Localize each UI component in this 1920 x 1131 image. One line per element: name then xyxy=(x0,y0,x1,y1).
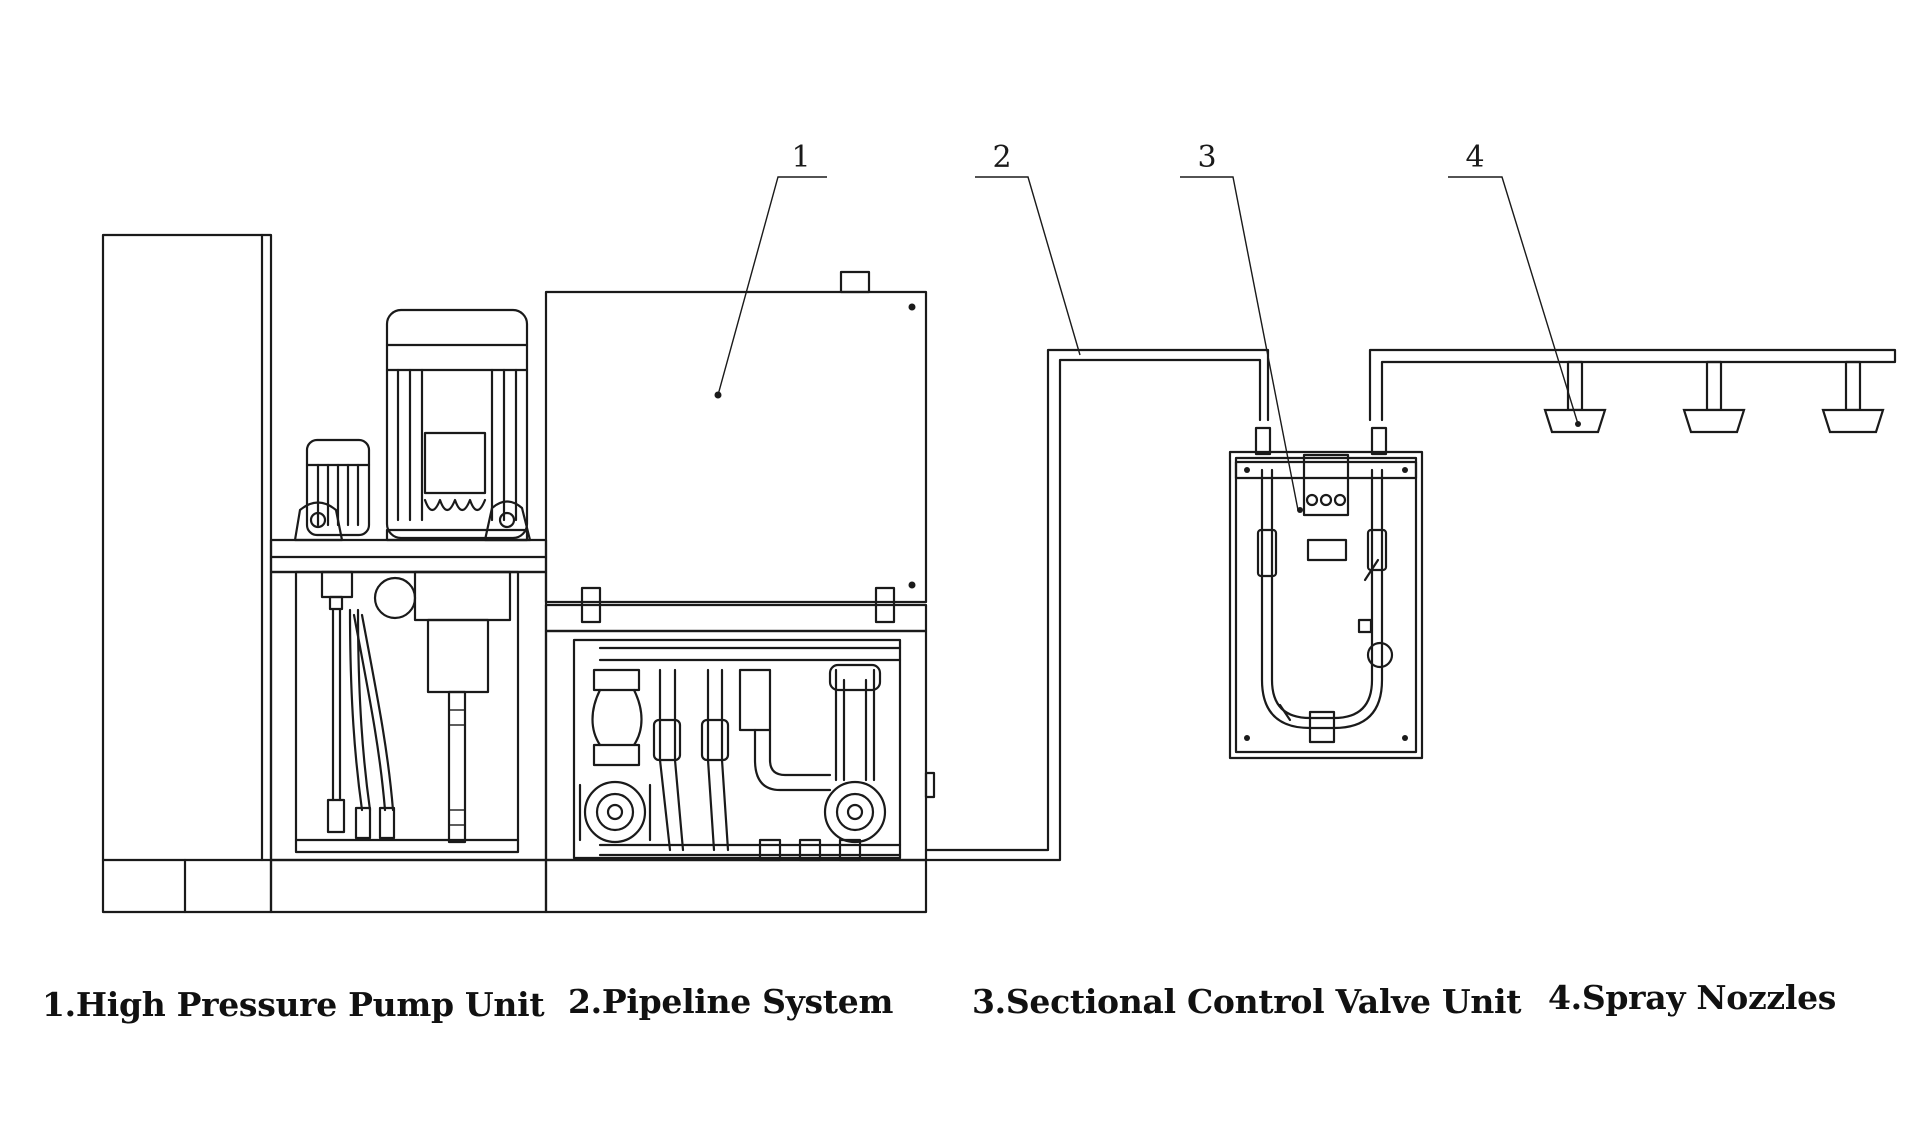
callout-4: 4 xyxy=(1465,140,1484,175)
callout-2: 2 xyxy=(992,140,1011,175)
legend-pump-unit: 1.High Pressure Pump Unit xyxy=(42,985,545,1024)
callout-3: 3 xyxy=(1197,140,1216,175)
callout-1: 1 xyxy=(791,140,810,175)
legend-spray-nozzles: 4.Spray Nozzles xyxy=(1548,978,1837,1017)
spray-nozzles xyxy=(1543,360,1885,434)
legend-valve-unit: 3.Sectional Control Valve Unit xyxy=(972,982,1522,1021)
high-pressure-pump-unit xyxy=(101,233,548,914)
spray-nozzle xyxy=(1821,360,1885,434)
sectional-control-valve-unit xyxy=(1228,426,1424,760)
legend-pipeline-system: 2.Pipeline System xyxy=(568,982,894,1021)
callout-leaders: 1 2 3 4 xyxy=(717,140,1579,511)
spray-nozzle xyxy=(1682,360,1746,434)
spray-nozzle xyxy=(1543,360,1607,434)
pipeline-system xyxy=(924,348,1897,862)
tank-pipeline-module xyxy=(544,270,936,914)
